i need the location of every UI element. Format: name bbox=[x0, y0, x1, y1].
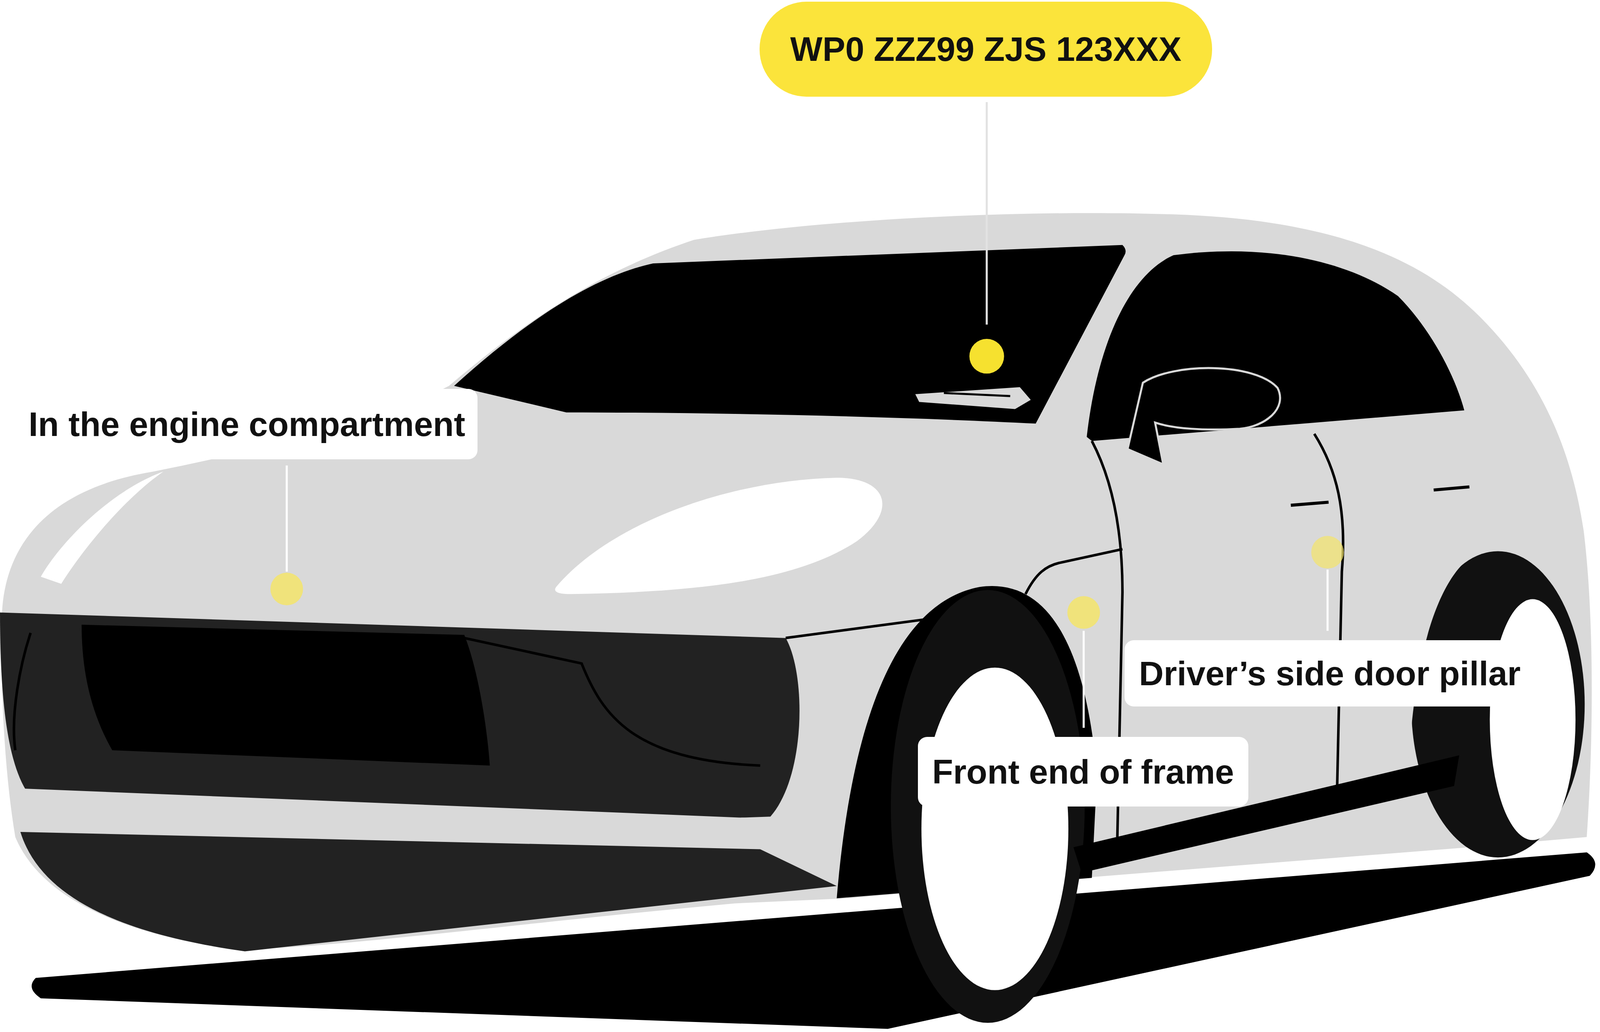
vin-badge: WP0 ZZZ99 ZJS 123XXX bbox=[759, 1, 1213, 97]
label-text: Front end of frame bbox=[932, 754, 1234, 789]
callout-label: Front end of frame bbox=[917, 736, 1249, 807]
headlight bbox=[40, 471, 164, 584]
vin-plate bbox=[913, 385, 1033, 411]
door-handle bbox=[1290, 502, 1329, 505]
leader-line bbox=[1326, 569, 1329, 631]
location-dot bbox=[1067, 595, 1100, 629]
callout-label: In the engine compartment bbox=[16, 388, 478, 460]
leader-line bbox=[1082, 630, 1085, 728]
belt-line bbox=[785, 617, 939, 638]
windshield bbox=[454, 245, 1126, 424]
location-dot bbox=[270, 572, 303, 605]
front-rim bbox=[921, 667, 1069, 990]
fascia-line bbox=[13, 632, 31, 750]
fascia-line bbox=[464, 637, 760, 766]
front-chin bbox=[20, 831, 837, 952]
leader-line bbox=[285, 465, 288, 572]
side-mirror bbox=[1127, 367, 1280, 465]
location-dot bbox=[969, 338, 1005, 374]
door-line bbox=[1314, 433, 1343, 807]
door-handle bbox=[1433, 486, 1470, 490]
rear-rim bbox=[1490, 599, 1576, 840]
callout-label: Driver’s side door pillar bbox=[1124, 640, 1535, 707]
headlight bbox=[555, 477, 883, 594]
location-dot bbox=[1311, 535, 1344, 569]
plate-line bbox=[943, 392, 1010, 396]
leader-line bbox=[985, 102, 988, 325]
label-text: Driver’s side door pillar bbox=[1139, 656, 1521, 691]
label-text: In the engine compartment bbox=[28, 407, 466, 442]
fender-line bbox=[1025, 549, 1123, 595]
grille bbox=[81, 624, 490, 766]
label-text: WP0 ZZZ99 ZJS 123XXX bbox=[790, 32, 1182, 67]
